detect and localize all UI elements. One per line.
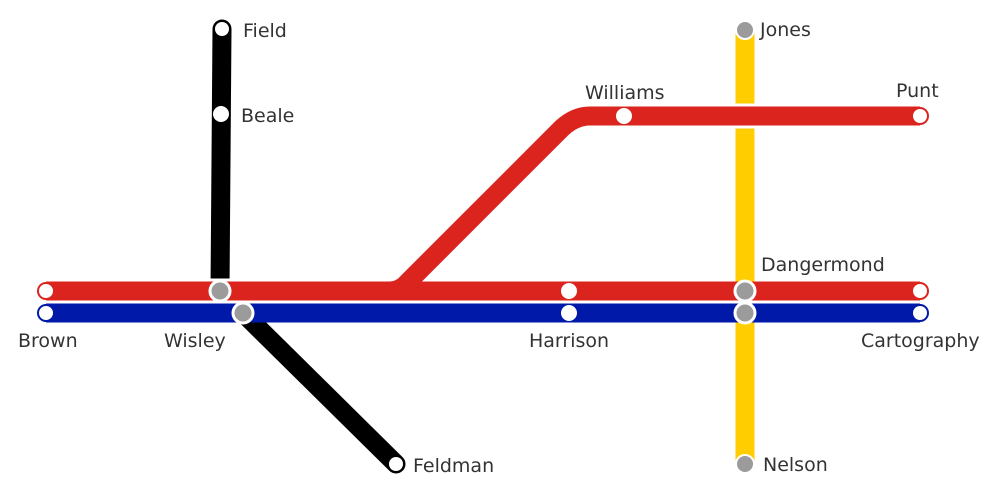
- label-field: Field: [243, 20, 287, 42]
- label-beale: Beale: [241, 105, 294, 127]
- station-punt[interactable]: [911, 107, 929, 125]
- black-line-north: [210, 19, 232, 300]
- label-williams: Williams: [585, 82, 665, 104]
- station-wisley-red[interactable]: [208, 279, 232, 303]
- label-nelson: Nelson: [763, 454, 828, 476]
- label-dangermond: Dangermond: [761, 254, 885, 276]
- station-nelson[interactable]: [735, 454, 755, 474]
- station-cartography-red[interactable]: [911, 282, 929, 300]
- label-wisley: Wisley: [164, 330, 226, 352]
- station-beale[interactable]: [213, 106, 229, 122]
- station-wisley-blue[interactable]: [231, 301, 255, 325]
- station-feldman[interactable]: [387, 455, 405, 473]
- station-harrison-red[interactable]: [561, 283, 577, 299]
- station-harrison-blue[interactable]: [561, 305, 577, 321]
- station-cartography-blue[interactable]: [911, 304, 929, 322]
- station-dangermond-blue[interactable]: [733, 301, 757, 325]
- station-williams[interactable]: [616, 108, 632, 124]
- label-jones: Jones: [759, 19, 811, 41]
- station-dangermond-red[interactable]: [733, 279, 757, 303]
- label-punt: Punt: [896, 80, 939, 102]
- station-brown-blue[interactable]: [37, 304, 55, 322]
- label-cartography: Cartography: [861, 330, 980, 352]
- station-field[interactable]: [213, 20, 231, 38]
- station-brown-red[interactable]: [37, 282, 55, 300]
- black-line-south: [222, 292, 406, 474]
- label-brown: Brown: [18, 330, 78, 352]
- label-harrison: Harrison: [529, 330, 609, 352]
- label-feldman: Feldman: [413, 455, 494, 477]
- station-jones[interactable]: [735, 20, 755, 40]
